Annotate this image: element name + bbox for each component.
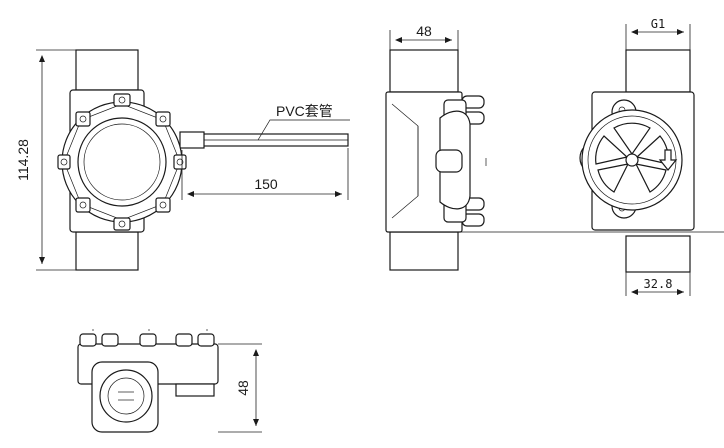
front-view: 114.28 150 PVC套管 [15, 49, 350, 271]
pvc-leader [257, 119, 350, 141]
side-top-thread [389, 49, 459, 93]
dimension-length-label: 150 [254, 176, 278, 192]
top-view-bosses [79, 329, 215, 347]
top-view: 48 [77, 329, 262, 433]
dimension-width-top-label: 48 [416, 23, 432, 39]
rotor-windows [595, 122, 669, 193]
pvc-sleeve-label: PVC套管 [276, 103, 333, 119]
top-view-bore-outer [99, 369, 153, 423]
top-view-bore-inner [107, 377, 145, 415]
thread-length-label: 32.8 [644, 277, 673, 291]
front-top-thread [75, 49, 139, 91]
front-bottom-thread [75, 231, 139, 271]
side-view: 48 [385, 23, 487, 271]
back-bottom-thread [625, 235, 691, 273]
front-screws [57, 93, 187, 231]
rotor-hub [625, 153, 639, 167]
dimension-width-side-label: 48 [235, 380, 251, 396]
side-flange [435, 95, 487, 227]
back-view: G1 32.8 [458, 17, 724, 296]
cable-gland [179, 131, 205, 149]
front-inner-ring [77, 117, 167, 207]
front-inner-ring-2 [83, 123, 161, 201]
flow-direction-arrow-icon [658, 149, 678, 171]
side-bottom-thread [389, 231, 459, 271]
thread-spec-label: G1 [651, 17, 665, 31]
dimension-height-label: 114.28 [15, 139, 31, 181]
back-top-thread [625, 49, 691, 93]
